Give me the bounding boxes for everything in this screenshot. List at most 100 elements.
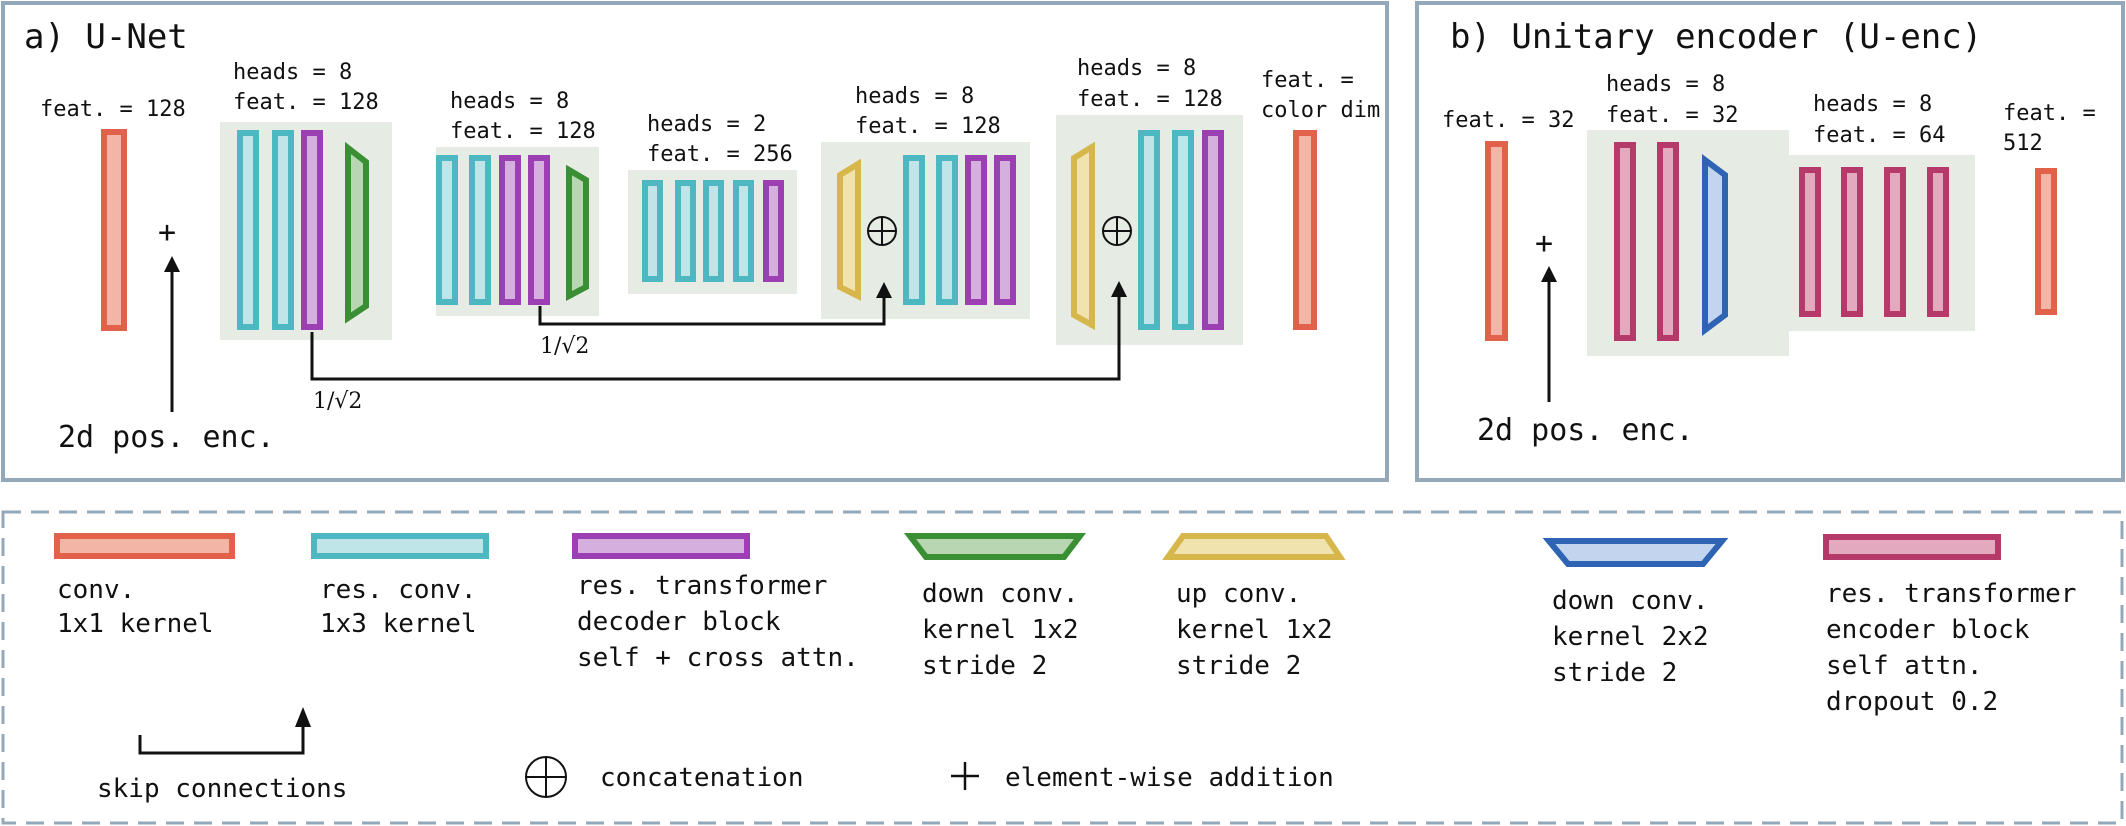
uenc-g1-encoder-block-2 [1657,142,1679,341]
legend-panel [1,510,2124,825]
uenc-pos-arrowhead [1541,266,1557,282]
legend-encoder-line3: self attn. [1826,651,1983,681]
legend-concat-label: concatenation [600,763,804,793]
unet-plus: + [158,215,176,250]
unet-title: a) U-Net [24,17,188,57]
unet-panel [1,1,1389,482]
legend-conv-swatch [54,533,235,559]
legend-down-conv-blue-swatch [1542,538,1729,567]
legend-encoder-line4: dropout 0.2 [1826,687,1998,717]
legend-down-blue-line3: stride 2 [1552,658,1677,688]
legend-decoder-line1: res. transformer [577,571,827,601]
unet-g4-decoder-block-2 [994,155,1016,305]
legend-conv-line2: 1x1 kernel [57,609,214,639]
unet-g5-heads: heads = 8 [1077,56,1196,81]
unet-g1-feat: feat. = 128 [233,90,379,115]
unet-g2-heads: heads = 8 [450,89,569,114]
unet-pos-arrowhead [164,256,180,272]
legend-down-green-line2: kernel 1x2 [922,615,1079,645]
legend-decoder-line2: decoder block [577,607,781,637]
legend-encoder-line1: res. transformer [1826,579,2076,609]
unet-input-feat-label: feat. = 128 [40,97,186,122]
legend-decoder-line3: self + cross attn. [577,643,859,673]
unet-g2-res-conv-1 [436,155,458,305]
legend-up-line2: kernel 1x2 [1176,615,1333,645]
unet-g1-res-conv-1 [237,130,259,330]
unet-skip-outer-arrowhead [1111,281,1127,297]
unet-input-conv [101,129,127,331]
uenc-g2-feat: feat. = 64 [1813,123,1945,148]
uenc-g1-encoder-block-1 [1614,142,1636,341]
unet-g5-res-conv-1 [1138,130,1160,330]
unet-g4-up-conv [837,158,861,301]
unet-g4-res-conv-1 [903,155,925,305]
unet-pos-enc-label: 2d pos. enc. [58,420,275,455]
legend-down-blue-line2: kernel 2x2 [1552,622,1709,652]
unet-g2-down-conv [566,164,589,301]
legend-skip-glyph [138,725,305,755]
legend-addition-label: element-wise addition [1005,763,1334,793]
legend-encoder-swatch [1823,534,2001,560]
unet-g5-decoder-block [1202,130,1224,330]
unet-g3-feat: feat. = 256 [647,142,793,167]
uenc-g2-encoder-block-3 [1884,167,1906,317]
legend-up-line1: up conv. [1176,579,1301,609]
legend-down-conv-green-swatch [903,533,1087,560]
unet-g3-res-conv-3 [703,180,724,282]
uenc-g2-encoder-block-2 [1841,167,1863,317]
unet-g1-decoder-block [301,130,323,330]
unet-output-feat-label-2: color dim [1261,98,1380,123]
uenc-panel [1415,1,2125,482]
unet-g1-down-conv [345,141,369,324]
uenc-g2-encoder-block-1 [1799,167,1821,317]
uenc-plus: + [1535,226,1553,261]
legend-res-conv-line1: res. conv. [320,575,477,605]
unet-g5-res-conv-2 [1172,130,1194,330]
legend-down-green-line1: down conv. [922,579,1079,609]
legend-res-conv-line2: 1x3 kernel [320,609,477,639]
unet-g3-res-conv-2 [675,180,696,282]
unet-g5-feat: feat. = 128 [1077,87,1223,112]
legend-res-conv-swatch [311,533,489,559]
unet-skip-inner-arrowhead [876,282,892,298]
unet-g2-decoder-block-1 [499,155,521,305]
unet-skip-connection-outer [310,295,1121,381]
legend-encoder-line2: encoder block [1826,615,2030,645]
unet-g2-feat: feat. = 128 [450,119,596,144]
uenc-output-feat-label-2: 512 [2003,131,2043,156]
unet-g2-res-conv-2 [469,155,491,305]
unet-g2-decoder-block-2 [528,155,550,305]
uenc-g2-encoder-block-4 [1927,167,1949,317]
unet-g4-feat: feat. = 128 [855,114,1001,139]
uenc-output-conv [2035,168,2057,315]
legend-up-conv-swatch [1162,533,1346,560]
unet-g3-res-conv-4 [733,180,754,282]
unet-g4-heads: heads = 8 [855,84,974,109]
uenc-input-feat-label: feat. = 32 [1442,108,1574,133]
unet-skip-inner-scale: 1/√2 [540,334,589,359]
uenc-g1-feat: feat. = 32 [1606,103,1738,128]
unet-output-conv [1293,130,1317,330]
uenc-input-conv [1485,141,1508,341]
unet-g5-up-conv [1071,141,1095,331]
uenc-output-feat-label-1: feat. = [2003,101,2096,126]
uenc-title: b) Unitary encoder (U-enc) [1450,17,1982,57]
uenc-g1-down-conv [1702,154,1728,336]
unet-g4-decoder-block-1 [965,155,987,305]
unet-g4-res-conv-2 [936,155,958,305]
unet-skip-outer-scale: 1/√2 [313,389,362,414]
unet-g3-heads: heads = 2 [647,112,766,137]
unet-g1-res-conv-2 [272,130,294,330]
unet-g3-decoder-block [763,180,784,282]
unet-skip-connection-inner [538,296,886,326]
legend-decoder-swatch [572,533,750,559]
unet-g1-heads: heads = 8 [233,60,352,85]
legend-down-green-line3: stride 2 [922,651,1047,681]
legend-skip-arrowhead [295,707,311,727]
legend-skip-label: skip connections [97,774,347,804]
legend-down-blue-line1: down conv. [1552,586,1709,616]
uenc-g1-heads: heads = 8 [1606,72,1725,97]
unet-output-feat-label-1: feat. = [1261,68,1354,93]
uenc-g2-heads: heads = 8 [1813,92,1932,117]
